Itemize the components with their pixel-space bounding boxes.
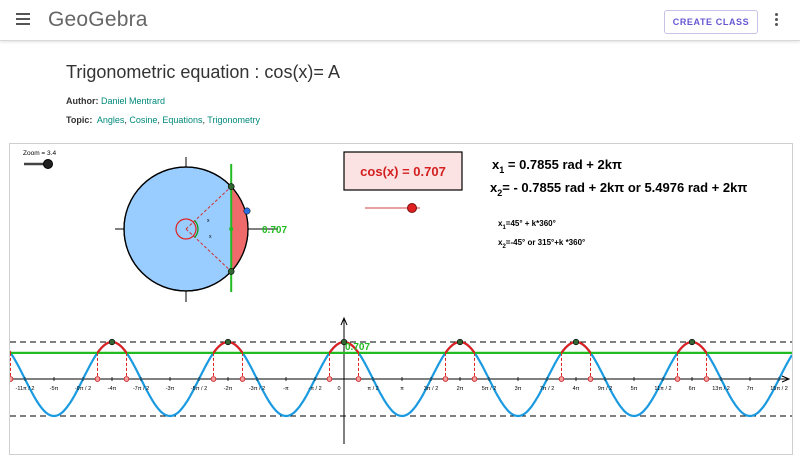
solution-point (703, 376, 710, 382)
x-tick-label: π / 2 (367, 386, 378, 392)
x-tick-label: π (400, 386, 404, 392)
top-bar: GeoGebra CREATE CLASS (0, 0, 800, 41)
menu-icon[interactable] (16, 13, 30, 25)
solution-point (210, 376, 217, 382)
maximum-point (224, 338, 232, 346)
angle-arc-lower (194, 228, 199, 238)
cos-box-text: cos(x) = 0.707 (360, 164, 446, 179)
topic-link-equations[interactable]: Equations (162, 115, 203, 125)
applet-canvas[interactable]: Zoom = 3.4 x x 0.707 cos(x) = 0.707 x1 =… (10, 144, 792, 454)
x-tick-label: 13π / 2 (712, 386, 730, 392)
solution-point (239, 376, 246, 382)
cosine-graph: 0.707 -11π / 2 -5π -9π / 2 -4π -7π / 2 -3π -5π … (10, 316, 792, 444)
x-tick-label: 6π (689, 386, 696, 392)
x-tick-label: -7π / 2 (133, 386, 149, 392)
cosine-curve (10, 340, 792, 418)
equation-x1: x1 = 0.7855 rad + 2kπ (492, 157, 622, 175)
x-tick-label: 5π (631, 386, 638, 392)
author-label: Author: (66, 96, 99, 106)
solution-point (587, 376, 594, 382)
topic-link-cosine[interactable]: Cosine (129, 115, 158, 125)
equation-x2: x2= - 0.7855 rad + 2kπ or 5.4976 rad + 2… (490, 180, 747, 198)
intersection-point-lower[interactable] (227, 268, 235, 275)
solution-point (674, 376, 681, 382)
y-axis-arrow (340, 316, 348, 326)
x-tick-label: -4π (108, 386, 117, 392)
x-tick-label: 15π / 2 (770, 386, 788, 392)
solution-point (442, 376, 449, 382)
x-tick-label: 3π (515, 386, 522, 392)
x-tick-label: 5π / 2 (482, 386, 497, 392)
x-tick-label: 11π / 2 (654, 386, 671, 392)
moving-point[interactable] (243, 207, 251, 215)
x-tick-label: -9π / 2 (75, 386, 91, 392)
unit-circle: x x 0.707 (115, 157, 287, 302)
circle-outline (123, 166, 249, 292)
solution-point (558, 376, 565, 382)
maximum-point (572, 338, 580, 346)
solution-point (123, 376, 130, 382)
angle-label-x2: x (209, 234, 212, 240)
angle-marker-circle (175, 218, 197, 240)
maximum-point (108, 338, 116, 346)
geogebra-logo[interactable]: GeoGebra (48, 8, 148, 32)
maximum-point (456, 338, 464, 346)
x-tick-label: 3π / 2 (424, 386, 439, 392)
topic-label: Topic: (66, 115, 93, 125)
cos-value-box (343, 151, 463, 191)
angle-label-x1: x (207, 218, 210, 224)
solution-point (326, 376, 333, 382)
author-line: Author: Daniel Mentrard (66, 96, 165, 106)
x-tick-label: -11π / 2 (16, 386, 35, 392)
author-link[interactable]: Daniel Mentrard (101, 96, 166, 106)
cos-value-label: 0.707 (262, 225, 287, 236)
angle-arc-upper (194, 220, 199, 230)
x-tick-label: 2π (457, 386, 464, 392)
solution-point (10, 376, 14, 382)
zoom-slider-handle[interactable] (43, 159, 53, 169)
x-tick-label: -5π / 2 (191, 386, 207, 392)
solution-point (94, 376, 101, 382)
solution-point (471, 376, 478, 382)
page-title: Trigonometric equation : cos(x)= A (66, 62, 340, 82)
maximum-point (340, 338, 348, 346)
x-tick-label: 9π / 2 (598, 386, 613, 392)
x-tick-label: -2π (224, 386, 233, 392)
create-class-button[interactable]: CREATE CLASS (664, 10, 758, 34)
x-tick-label: 4π (573, 386, 580, 392)
x-tick-label: -π / 2 (308, 386, 321, 392)
geogebra-applet[interactable]: Zoom = 3.4 x x 0.707 cos(x) = 0.707 x1 =… (9, 143, 793, 455)
logo-text: GeoGebra (48, 8, 148, 31)
x-tick-label: 7π / 2 (540, 386, 555, 392)
equation-x1-degrees: x1=45° + k*360° (498, 219, 556, 231)
topic-link-angles[interactable]: Angles (96, 115, 125, 125)
x-tick-label: -3π (166, 386, 175, 392)
solution-arc (10, 350, 12, 354)
cosine-sector (231, 186, 248, 272)
x-tick-label: -π (283, 386, 289, 392)
x-tick-label: 0 (337, 386, 340, 392)
intersection-point-upper[interactable] (227, 183, 235, 190)
graph-value-label: 0.707 (345, 342, 370, 353)
more-options-icon[interactable] (771, 13, 781, 27)
cos-point (229, 227, 234, 231)
topic-line: Topic: Angles, Cosine, Equations, Trigon… (66, 115, 260, 125)
x-tick-label: -5π (50, 386, 59, 392)
solution-point (355, 376, 362, 382)
x-axis-arrow (781, 375, 791, 383)
topic-link-trigonometry[interactable]: Trigonometry (207, 115, 260, 125)
equation-x2-degrees: x2=-45° or 315°+k *360° (498, 238, 585, 250)
x-tick-label: 7π (747, 386, 754, 392)
a-slider-handle[interactable] (407, 203, 417, 213)
zoom-label: Zoom = 3.4 (23, 150, 56, 157)
x-tick-label: -3π / 2 (249, 386, 265, 392)
maximum-point (688, 338, 696, 346)
